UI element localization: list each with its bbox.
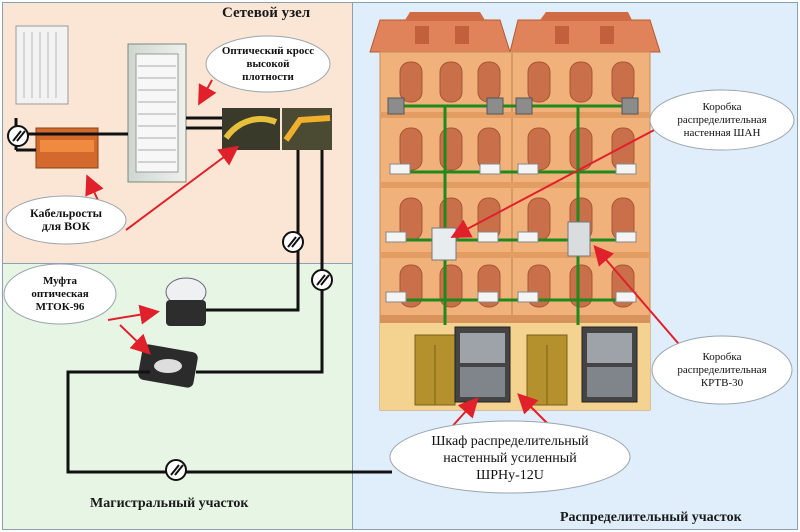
fiber-cables (14, 116, 392, 474)
zone-title-trunk: Магистральный участок (90, 496, 249, 511)
cable-marker-icon-4 (165, 459, 187, 481)
cable-marker-icon-1 (7, 125, 29, 147)
floor-junction-boxes (387, 97, 639, 115)
entrance-door-left (414, 334, 456, 406)
odf-rack-small (15, 25, 69, 105)
cabinet-shrnu-right (581, 326, 638, 403)
cable-marker-icon-3 (311, 269, 333, 291)
box-krtv (567, 221, 591, 257)
cloud-coupling-bg (3, 263, 117, 325)
cloud-cabinet-bg (389, 420, 631, 494)
zone-title-network-node: Сетевой узел (222, 5, 311, 21)
cable-marker-icon-2 (282, 231, 304, 253)
apartment-terminals (385, 163, 637, 303)
zone-title-distribution: Распределительный участок (560, 510, 742, 525)
coupling-mtok-photo (165, 277, 207, 326)
callout-arrows (85, 79, 685, 441)
riser-wiring (398, 104, 630, 325)
cloud-shan-bg (649, 89, 795, 151)
cloud-cross-bg (205, 35, 331, 93)
cable-tray-photo-right (222, 108, 332, 150)
cloud-krtv-bg (651, 335, 793, 405)
apartment-building (369, 12, 661, 411)
cloud-trays-bg (5, 195, 127, 245)
entrance-door-right (526, 334, 568, 406)
high-density-cross-rack (127, 43, 187, 183)
cabinet-shrnu-left (454, 326, 511, 403)
coupling-tray-photo (138, 344, 198, 388)
box-shan (431, 227, 457, 261)
